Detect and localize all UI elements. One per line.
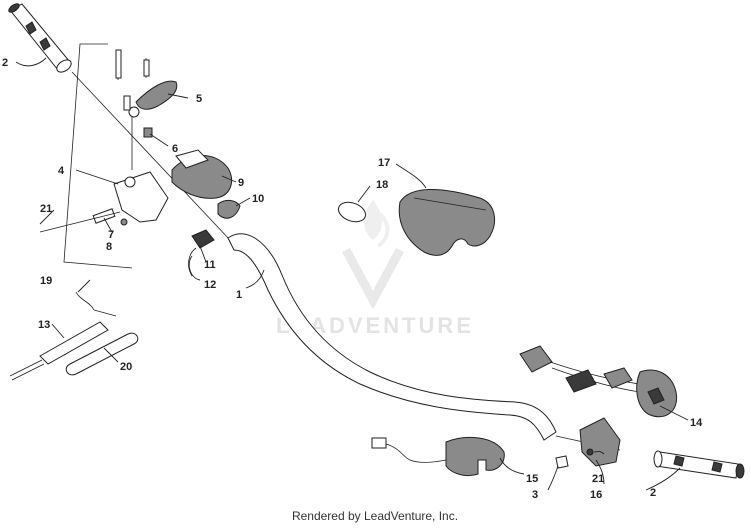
callout-15: 15 xyxy=(526,473,538,485)
leadventure-logo-icon xyxy=(342,200,404,310)
callout-leader-lines xyxy=(15,57,689,491)
bar-end-cap-part xyxy=(555,455,569,469)
hand-guard-part xyxy=(337,189,496,256)
callout-14: 14 xyxy=(690,417,703,429)
callout-19: 19 xyxy=(40,275,52,287)
handlebar-part xyxy=(71,71,621,451)
callout-9: 9 xyxy=(238,177,244,189)
assembly-bracket xyxy=(63,43,133,269)
callout-21: 21 xyxy=(40,203,52,215)
footer-credit: Rendered by LeadVenture, Inc. xyxy=(291,509,459,523)
left-grip-part xyxy=(8,3,72,73)
callout-18: 18 xyxy=(376,179,388,191)
callout-16: 16 xyxy=(590,489,602,501)
callout-12: 12 xyxy=(204,279,216,291)
switch-component xyxy=(188,229,215,277)
callout-10: 10 xyxy=(252,193,264,205)
callout-7: 7 xyxy=(108,229,114,241)
throttle-cable-part xyxy=(9,291,139,381)
heater-element-part xyxy=(371,436,505,477)
callout-13: 13 xyxy=(38,319,50,331)
callout-4: 4 xyxy=(58,165,65,177)
right-grip-part xyxy=(653,450,745,479)
callout-6: 6 xyxy=(172,143,178,155)
callout-21: 21 xyxy=(592,473,604,485)
callout-1: 1 xyxy=(236,289,242,301)
callout-17: 17 xyxy=(378,157,390,169)
callout-labels: 1 2 2 3 4 5 6 7 8 9 10 11 12 13 14 15 16… xyxy=(2,57,703,501)
callout-8: 8 xyxy=(106,241,112,253)
throttle-housing-part xyxy=(579,417,621,467)
master-cylinder-assembly xyxy=(39,49,241,233)
callout-11: 11 xyxy=(204,259,216,271)
callout-20: 20 xyxy=(120,361,132,373)
callout-3: 3 xyxy=(532,489,538,501)
callout-2: 2 xyxy=(2,57,8,69)
callout-5: 5 xyxy=(196,93,202,105)
callout-2: 2 xyxy=(650,487,656,499)
right-switch-assembly xyxy=(519,345,678,418)
